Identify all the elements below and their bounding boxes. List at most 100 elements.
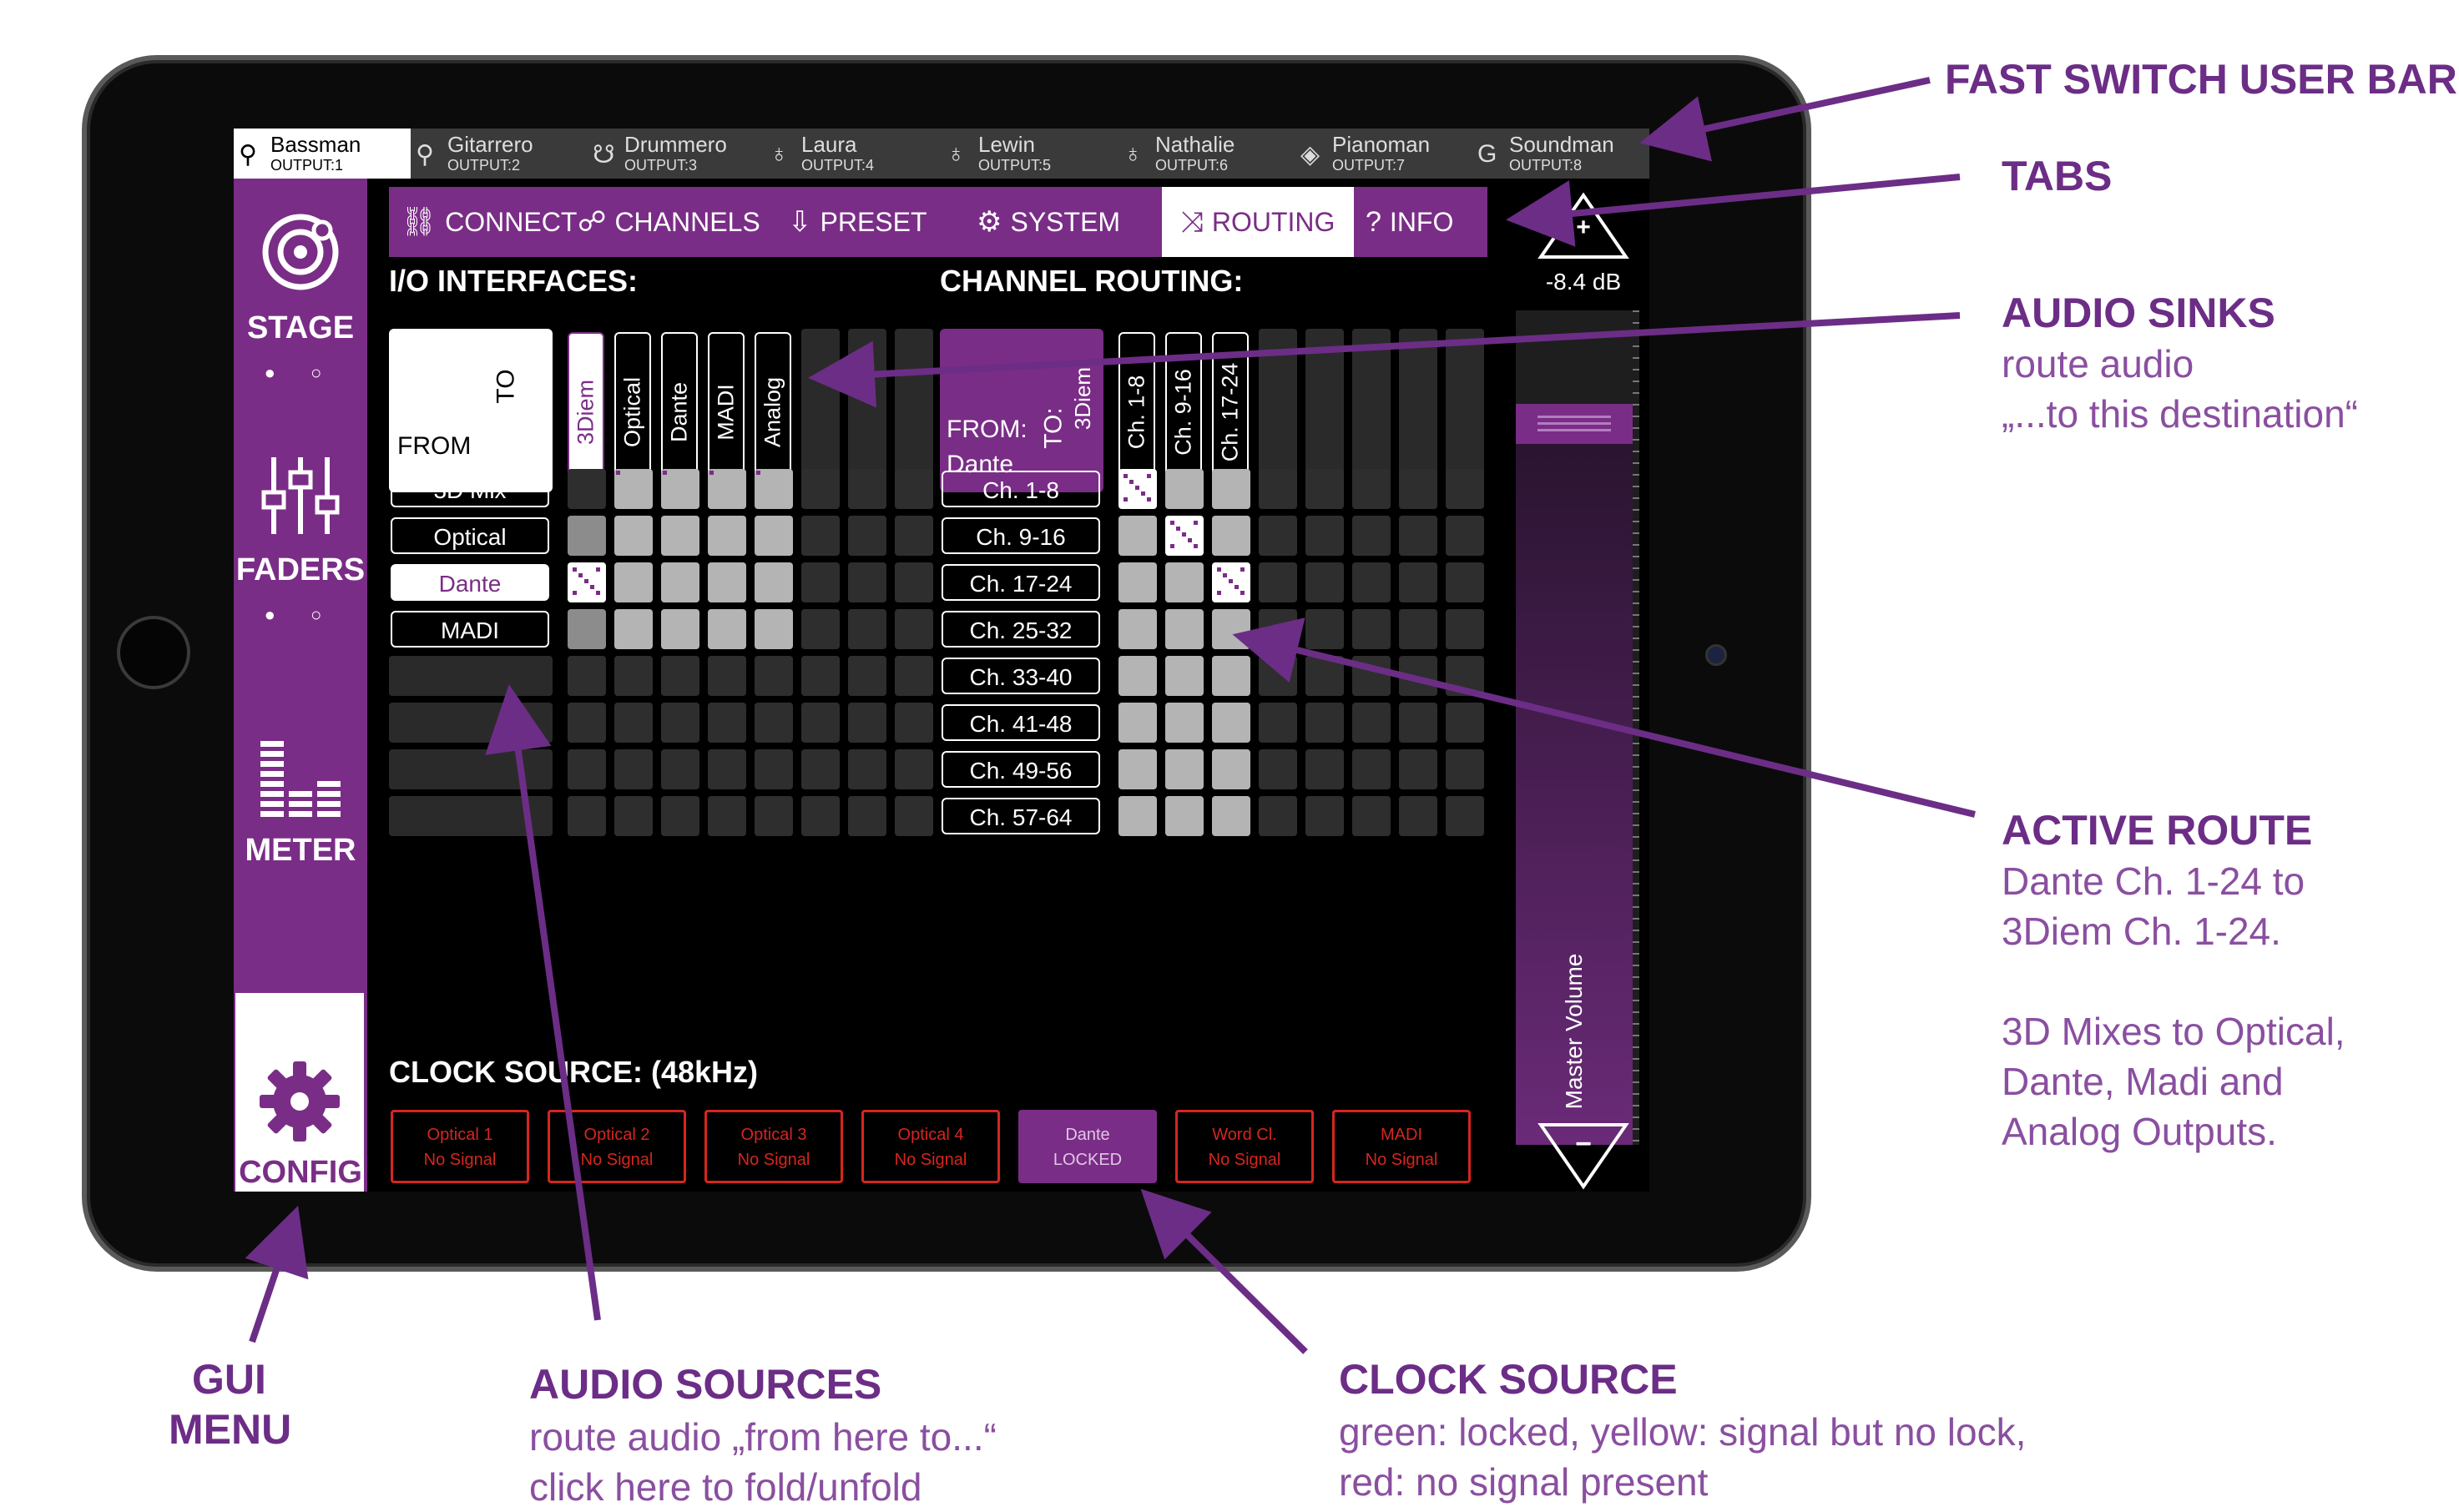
channel-route-cell[interactable]: [1118, 656, 1157, 696]
channel-route-cell[interactable]: [1165, 609, 1204, 649]
channel-route-cell: [1305, 749, 1344, 789]
faders-menu-item[interactable]: FADERS ● ○: [234, 454, 367, 625]
channel-route-cell[interactable]: [1118, 469, 1157, 509]
io-route-cell[interactable]: [708, 469, 746, 509]
io-route-cell[interactable]: [614, 516, 653, 556]
tab-channels[interactable]: ☍CHANNELS: [578, 187, 760, 257]
channel-route-cell[interactable]: [1165, 656, 1204, 696]
clock-source-status: LOCKED: [1053, 1151, 1123, 1169]
drum-icon: ☋: [593, 141, 615, 169]
io-source-optical[interactable]: Optical: [391, 517, 549, 554]
io-route-cell[interactable]: [568, 562, 606, 602]
io-route-cell[interactable]: [568, 469, 606, 509]
clock-source-word-cl-[interactable]: Word Cl.No Signal: [1175, 1110, 1314, 1183]
io-route-cell[interactable]: [755, 469, 793, 509]
io-route-cell[interactable]: [661, 562, 699, 602]
io-route-cell: [848, 609, 886, 649]
channel-route-cell: [1259, 703, 1297, 743]
io-route-cell[interactable]: [661, 609, 699, 649]
channel-route-cell: [1305, 516, 1344, 556]
channel-source-8[interactable]: Ch. 57-64: [942, 798, 1100, 834]
info-tab-icon: ?: [1366, 205, 1381, 238]
user-output: OUTPUT:2: [447, 157, 521, 174]
config-menu-item[interactable]: CONFIG: [235, 993, 364, 1192]
tab-routing[interactable]: ⤨ROUTING: [1162, 187, 1354, 257]
channel-source-7[interactable]: Ch. 49-56: [942, 751, 1100, 788]
arrow-audio-sources: [485, 684, 601, 1321]
tab-system[interactable]: ⚙SYSTEM: [977, 187, 1144, 257]
channel-route-cell[interactable]: [1165, 562, 1204, 602]
io-route-cell[interactable]: [568, 516, 606, 556]
channel-source-6[interactable]: Ch. 41-48: [942, 704, 1100, 741]
io-route-cell[interactable]: [614, 562, 653, 602]
channel-route-cell[interactable]: [1165, 516, 1204, 556]
meter-menu-item[interactable]: METER: [234, 738, 367, 871]
stage-menu-item[interactable]: STAGE ● ○: [234, 212, 367, 383]
channel-route-cell[interactable]: [1165, 796, 1204, 836]
arrow-tabs: [1506, 174, 1961, 247]
channel-source-2[interactable]: Ch. 9-16: [942, 517, 1100, 554]
io-route-cell: [801, 516, 840, 556]
io-route-cell[interactable]: [661, 469, 699, 509]
channel-route-cell[interactable]: [1165, 703, 1204, 743]
channel-source-1[interactable]: Ch. 1-8: [942, 471, 1100, 507]
channel-route-cell[interactable]: [1212, 562, 1250, 602]
channel-route-cell[interactable]: [1212, 516, 1250, 556]
io-route-cell[interactable]: [708, 562, 746, 602]
channel-route-cell[interactable]: [1165, 749, 1204, 789]
channel-route-cell[interactable]: [1212, 703, 1250, 743]
channel-route-cell[interactable]: [1212, 796, 1250, 836]
io-route-cell[interactable]: [568, 609, 606, 649]
channel-route-cell[interactable]: [1118, 703, 1157, 743]
volume-down-button[interactable]: −: [1538, 1121, 1629, 1190]
channel-route-cell[interactable]: [1118, 796, 1157, 836]
clock-source-title: CLOCK SOURCE: (48kHz): [389, 1055, 759, 1089]
channel-route-cell[interactable]: [1118, 749, 1157, 789]
io-route-cell[interactable]: [755, 609, 793, 649]
channel-route-cell[interactable]: [1212, 749, 1250, 789]
clock-source-status: No Signal: [1365, 1151, 1438, 1169]
io-route-cell[interactable]: [755, 562, 793, 602]
guitar-icon: ⚲: [239, 141, 257, 169]
io-route-cell[interactable]: [661, 516, 699, 556]
tab-connect[interactable]: ⛓CONNECT: [401, 187, 577, 257]
channel-route-cell[interactable]: [1165, 469, 1204, 509]
io-source-madi[interactable]: MADI: [391, 611, 549, 648]
io-route-cell[interactable]: [614, 469, 653, 509]
tab-info[interactable]: ?INFO: [1366, 187, 1532, 257]
channel-route-cell[interactable]: [1118, 609, 1157, 649]
channel-route-cell: [1352, 703, 1391, 743]
io-route-cell[interactable]: [708, 609, 746, 649]
user-output: OUTPUT:5: [978, 157, 1052, 174]
master-volume-handle[interactable]: [1516, 404, 1633, 444]
io-route-cell[interactable]: [614, 609, 653, 649]
channel-route-cell[interactable]: [1212, 469, 1250, 509]
io-source-dante[interactable]: Dante: [391, 564, 549, 601]
io-route-cell[interactable]: [755, 516, 793, 556]
channel-source-5[interactable]: Ch. 33-40: [942, 658, 1100, 694]
channel-source-4[interactable]: Ch. 25-32: [942, 611, 1100, 648]
channel-source-3[interactable]: Ch. 17-24: [942, 564, 1100, 601]
io-route-cell: [755, 703, 793, 743]
clock-source-status: No Signal: [737, 1151, 810, 1169]
clock-source-name: Optical 3: [740, 1126, 807, 1144]
io-route-cell[interactable]: [708, 516, 746, 556]
clock-source-optical-3[interactable]: Optical 3 No Signal: [704, 1110, 843, 1183]
tab-preset[interactable]: ⇩PRESET: [788, 187, 955, 257]
channel-route-cell[interactable]: [1118, 562, 1157, 602]
io-source-3d-mix[interactable]: 3D Mix: [391, 471, 549, 507]
channel-route-cell[interactable]: [1118, 516, 1157, 556]
